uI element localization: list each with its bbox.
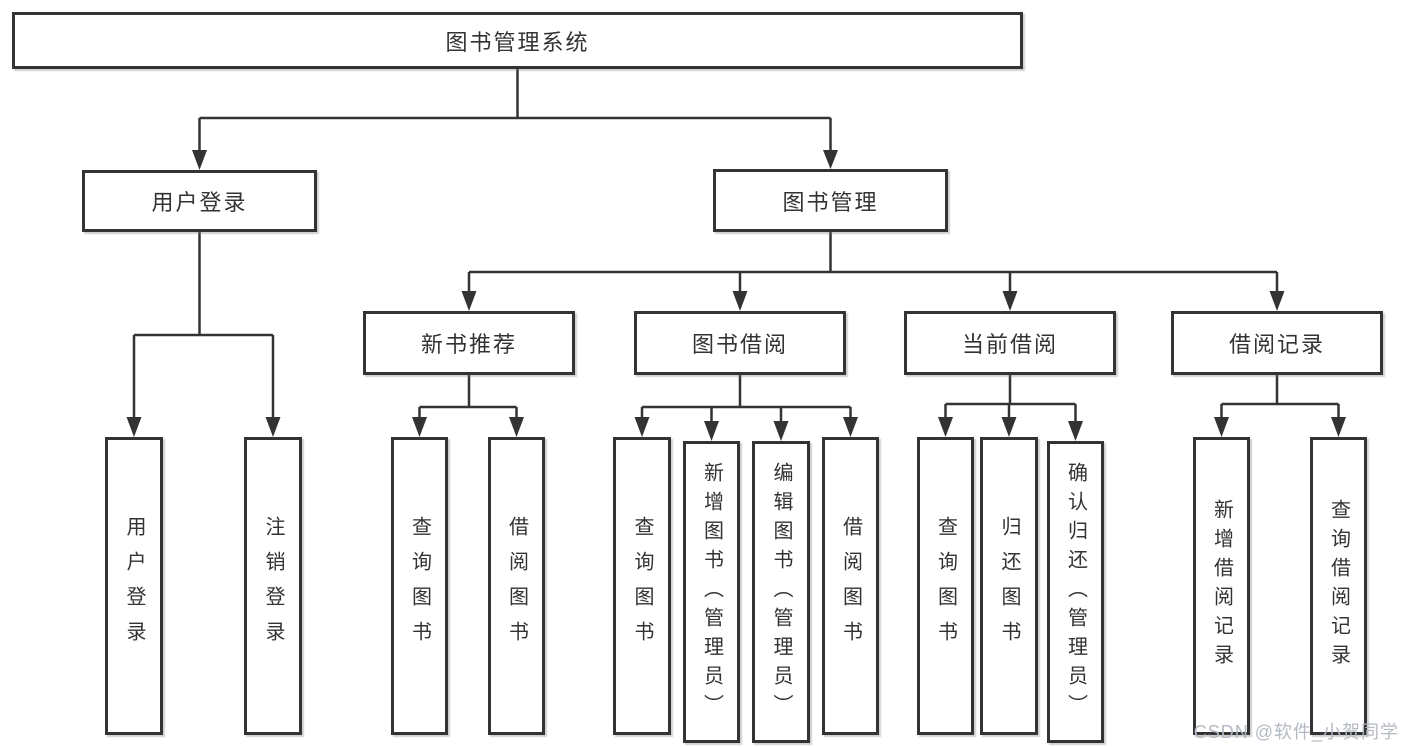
connector-borrow-records-to-leaves bbox=[1214, 375, 1346, 437]
node-label: 新增借阅记录 bbox=[1210, 499, 1233, 673]
node-label: 归还图书 bbox=[998, 516, 1020, 656]
node-leaf-user-login: 用户登录 bbox=[105, 437, 163, 735]
node-leaf-query-books-borrow: 查询图书 bbox=[613, 437, 671, 735]
node-label: 借阅记录 bbox=[1228, 332, 1325, 357]
node-label: 查询借阅记录 bbox=[1327, 499, 1350, 673]
node-library-management-system: 图书管理系统 bbox=[12, 12, 1023, 69]
node-label: 查询图书 bbox=[631, 516, 653, 656]
node-new-book-recommend: 新书推荐 bbox=[363, 311, 575, 375]
node-label: 注销登录 bbox=[262, 516, 284, 656]
node-label: 新增图书（管理员） bbox=[700, 461, 723, 723]
node-label: 图书管理 bbox=[782, 189, 879, 215]
connector-root-to-level2 bbox=[192, 69, 838, 170]
node-leaf-borrow-books: 借阅图书 bbox=[822, 437, 879, 735]
node-book-management: 图书管理 bbox=[713, 169, 948, 232]
connector-book-management-to-level3 bbox=[461, 232, 1285, 311]
node-leaf-query-borrow-record: 查询借阅记录 bbox=[1310, 437, 1367, 735]
node-label: 查询图书 bbox=[934, 516, 957, 656]
node-leaf-borrow-books-recommend: 借阅图书 bbox=[488, 437, 545, 735]
node-leaf-query-books-recommend: 查询图书 bbox=[391, 437, 448, 735]
connector-recommend-to-leaves bbox=[412, 375, 524, 437]
node-leaf-add-books-admin: 新增图书（管理员） bbox=[683, 441, 740, 743]
node-label: 当前借阅 bbox=[961, 332, 1058, 357]
node-label: 确认归还（管理员） bbox=[1064, 461, 1087, 723]
node-label: 编辑图书（管理员） bbox=[770, 461, 792, 723]
node-label: 图书借阅 bbox=[691, 332, 788, 357]
node-label: 用户登录 bbox=[123, 516, 145, 656]
connector-user-login-to-leaves bbox=[126, 232, 281, 437]
node-leaf-edit-books-admin: 编辑图书（管理员） bbox=[752, 441, 810, 743]
connector-current-borrow-to-leaves bbox=[938, 375, 1083, 441]
node-label: 借阅图书 bbox=[839, 516, 862, 656]
node-leaf-logout: 注销登录 bbox=[244, 437, 302, 735]
csdn-watermark: CSDN @软件_小贺同学 bbox=[1193, 722, 1399, 742]
node-leaf-return-books: 归还图书 bbox=[980, 437, 1038, 735]
node-user-login: 用户登录 bbox=[82, 170, 317, 232]
node-label: 查询图书 bbox=[408, 516, 431, 656]
node-label: 图书管理系统 bbox=[445, 29, 590, 55]
connector-book-borrow-to-leaves bbox=[634, 375, 858, 441]
node-leaf-query-books-current: 查询图书 bbox=[917, 437, 974, 735]
node-current-borrow: 当前借阅 bbox=[904, 311, 1116, 375]
node-label: 借阅图书 bbox=[505, 516, 528, 656]
node-borrow-records: 借阅记录 bbox=[1171, 311, 1383, 375]
node-leaf-confirm-return-admin: 确认归还（管理员） bbox=[1047, 441, 1104, 743]
node-leaf-add-borrow-record: 新增借阅记录 bbox=[1193, 437, 1250, 735]
node-book-borrow: 图书借阅 bbox=[634, 311, 846, 375]
node-label: 新书推荐 bbox=[420, 332, 517, 357]
node-label: 用户登录 bbox=[151, 190, 248, 215]
